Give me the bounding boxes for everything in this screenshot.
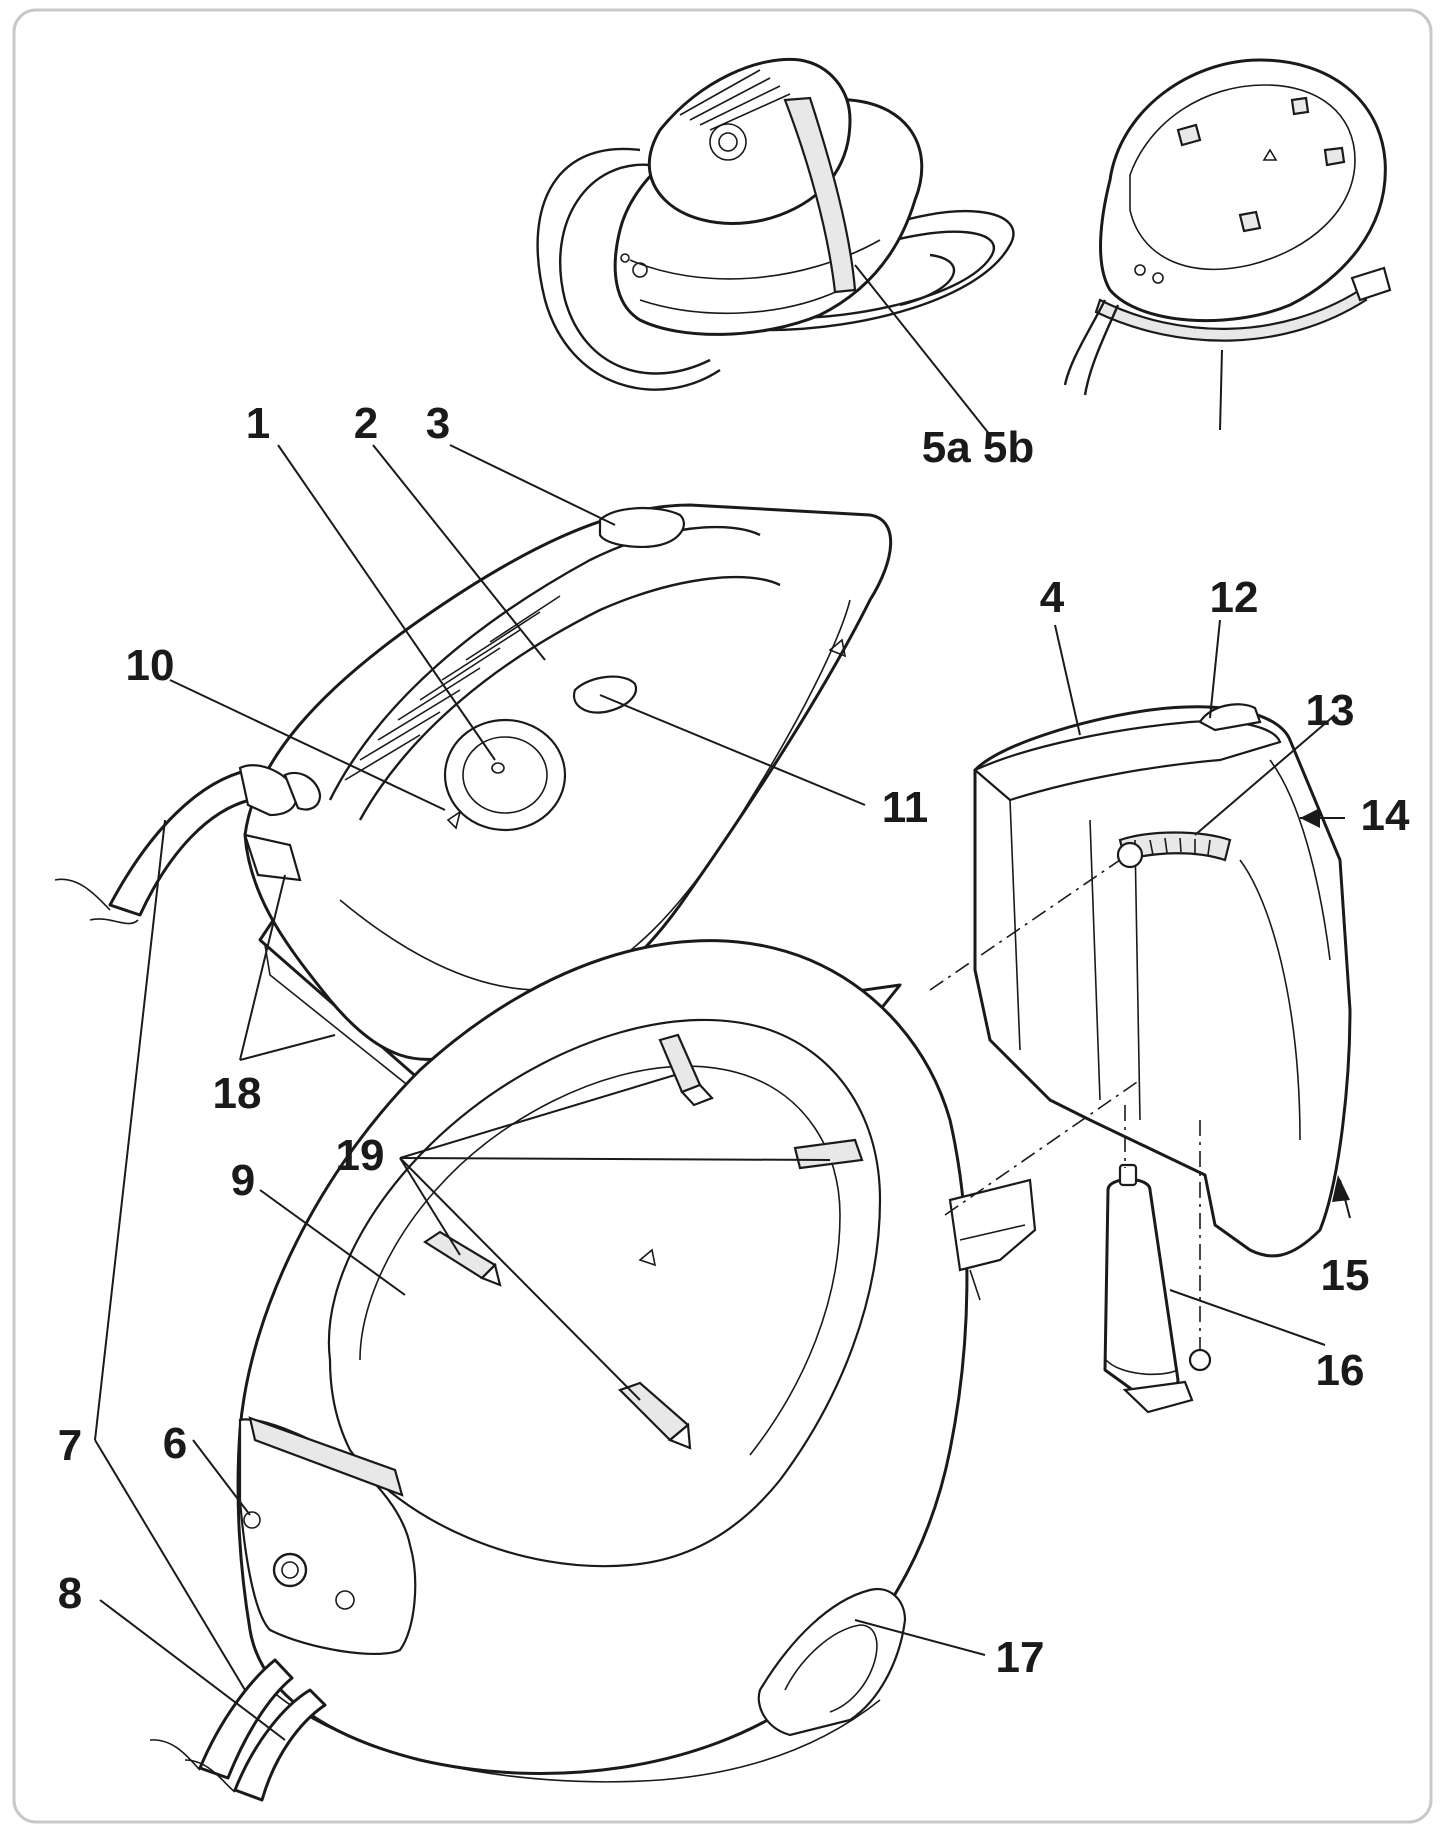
- callout-2: 2: [354, 399, 378, 448]
- callout-12: 12: [1210, 573, 1259, 622]
- callout-19: 19: [336, 1131, 385, 1180]
- callout-14: 14: [1361, 791, 1410, 840]
- storage-inset-cable: [1063, 58, 1392, 396]
- callout-8: 8: [58, 1569, 82, 1618]
- direction-arrows: [1300, 808, 1351, 1219]
- steam-iron: [243, 503, 902, 1097]
- callout-5ab: 5a 5b: [922, 423, 1035, 472]
- callout-7: 7: [58, 1421, 82, 1470]
- storage-inset-strapped: [536, 57, 1015, 391]
- callout-13: 13: [1306, 686, 1355, 735]
- filter-cartridge: [1103, 1163, 1212, 1414]
- water-tank: [972, 703, 1352, 1258]
- callout-17: 17: [996, 1633, 1045, 1682]
- callout-16: 16: [1316, 1346, 1365, 1395]
- base-station: [149, 939, 1037, 1802]
- assembly-guides: [929, 859, 1201, 1350]
- callout-9: 9: [231, 1156, 255, 1205]
- callout-6: 6: [163, 1419, 187, 1468]
- callout-18: 18: [213, 1069, 262, 1118]
- callout-10: 10: [126, 641, 175, 690]
- callout-1: 1: [246, 399, 270, 448]
- callout-11: 11: [882, 783, 929, 832]
- callout-15: 15: [1321, 1251, 1370, 1300]
- callout-3: 3: [426, 399, 450, 448]
- steam-hose: [54, 764, 322, 925]
- leader-lines: [94, 264, 1336, 1741]
- callout-labels: 1 2 3 4 5a 5b 6 7 8 9 10 11 12 13 14 15 …: [58, 399, 1410, 1682]
- callout-4: 4: [1040, 573, 1065, 622]
